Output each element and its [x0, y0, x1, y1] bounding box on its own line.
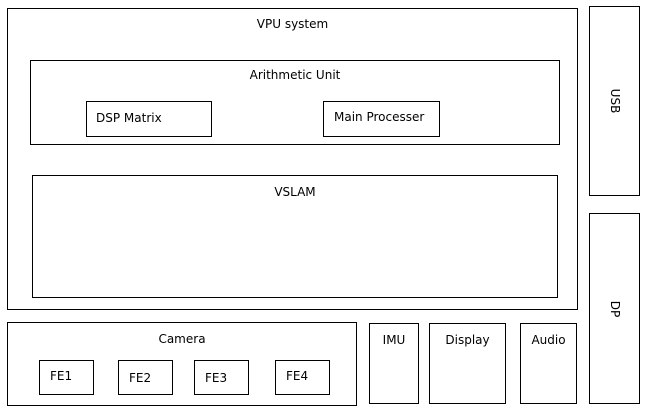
- main-processer-label: Main Processer: [334, 110, 425, 124]
- dsp-matrix-label: DSP Matrix: [96, 111, 162, 125]
- fe4-block: FE4: [275, 360, 330, 395]
- audio-block: Audio: [520, 323, 577, 404]
- arithmetic-unit-block: Arithmetic Unit DSP Matrix Main Processe…: [30, 60, 560, 145]
- imu-label: IMU: [382, 333, 406, 347]
- main-processer-block: Main Processer: [323, 101, 440, 137]
- vslam-label: VSLAM: [274, 185, 316, 199]
- fe2-block: FE2: [118, 360, 173, 395]
- fe1-block: FE1: [39, 360, 94, 395]
- vslam-block: VSLAM: [32, 175, 558, 298]
- camera-block: Camera FE1 FE2 FE3 FE4: [7, 322, 357, 406]
- display-label: Display: [445, 333, 490, 347]
- fe3-block: FE3: [194, 360, 249, 395]
- vpu-system-label: VPU system: [256, 17, 329, 31]
- audio-label: Audio: [531, 333, 566, 347]
- usb-block: USB: [589, 6, 640, 196]
- imu-block: IMU: [369, 323, 419, 404]
- usb-label: USB: [607, 88, 622, 114]
- arithmetic-unit-label: Arithmetic Unit: [249, 68, 341, 82]
- display-block: Display: [429, 323, 506, 404]
- fe2-label: FE2: [129, 371, 152, 385]
- dp-block: DP: [589, 213, 640, 404]
- camera-label: Camera: [158, 332, 206, 346]
- dsp-matrix-block: DSP Matrix: [86, 101, 212, 137]
- vpu-system-block: VPU system Arithmetic Unit DSP Matrix Ma…: [7, 8, 578, 310]
- fe1-label: FE1: [50, 369, 73, 383]
- fe3-label: FE3: [205, 371, 228, 385]
- fe4-label: FE4: [286, 369, 309, 383]
- dp-label: DP: [607, 300, 622, 317]
